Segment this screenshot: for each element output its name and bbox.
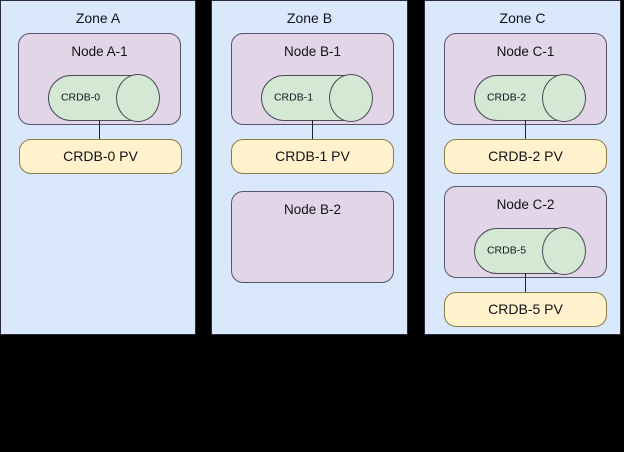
node-title-b-1: Node B-1 <box>283 44 342 59</box>
pv-label-crdb-1: CRDB-1 PV <box>275 148 350 164</box>
zone-panel-b: Zone B Node B-1 CRDB-1 CRDB-1 PV Node B-… <box>211 0 408 335</box>
node-box-b-1: Node B-1 CRDB-1 <box>231 33 394 125</box>
node-title-b-2: Node B-2 <box>283 202 342 217</box>
database-cylinder-crdb-1: CRDB-1 <box>261 74 373 122</box>
node-title-c-2: Node C-2 <box>496 197 555 212</box>
pv-box-crdb-2: CRDB-2 PV <box>444 139 607 174</box>
pv-label-crdb-2: CRDB-2 PV <box>488 148 563 164</box>
connector-crdb-0-to-pv <box>99 120 100 140</box>
pv-box-crdb-1: CRDB-1 PV <box>231 139 394 174</box>
pv-label-crdb-5: CRDB-5 PV <box>488 301 563 317</box>
cylinder-label-crdb-0: CRDB-0 <box>60 91 101 104</box>
cylinder-label-crdb-2: CRDB-2 <box>486 91 527 104</box>
zone-title-c: Zone C <box>499 10 546 26</box>
pv-label-crdb-0: CRDB-0 PV <box>63 148 138 164</box>
cylinder-cap-icon <box>329 74 373 122</box>
cylinder-cap-icon <box>542 74 586 122</box>
cylinder-cap-icon <box>542 227 586 275</box>
cylinder-label-crdb-1: CRDB-1 <box>273 91 314 104</box>
cylinder-label-crdb-5: CRDB-5 <box>486 244 527 257</box>
node-title-c-1: Node C-1 <box>496 44 555 59</box>
node-box-c-1: Node C-1 CRDB-2 <box>444 33 607 125</box>
zone-panel-a: Zone A Node A-1 CRDB-0 CRDB-0 PV <box>0 0 196 335</box>
database-cylinder-crdb-2: CRDB-2 <box>474 74 586 122</box>
node-title-a-1: Node A-1 <box>71 44 128 59</box>
connector-crdb-2-to-pv <box>525 120 526 140</box>
cylinder-cap-icon <box>116 74 160 122</box>
database-cylinder-crdb-5: CRDB-5 <box>474 227 586 275</box>
connector-crdb-1-to-pv <box>312 120 313 140</box>
pv-box-crdb-0: CRDB-0 PV <box>19 139 182 174</box>
zone-panel-c: Zone C Node C-1 CRDB-2 CRDB-2 PV Node C-… <box>424 0 621 335</box>
connector-crdb-5-to-pv <box>525 273 526 293</box>
zone-title-b: Zone B <box>286 10 333 26</box>
pv-box-crdb-5: CRDB-5 PV <box>444 292 607 327</box>
node-box-a-1: Node A-1 CRDB-0 <box>18 33 181 125</box>
node-box-b-2: Node B-2 <box>231 191 394 283</box>
zone-title-a: Zone A <box>75 10 121 26</box>
database-cylinder-crdb-0: CRDB-0 <box>48 74 160 122</box>
node-box-c-2: Node C-2 CRDB-5 <box>444 186 607 278</box>
